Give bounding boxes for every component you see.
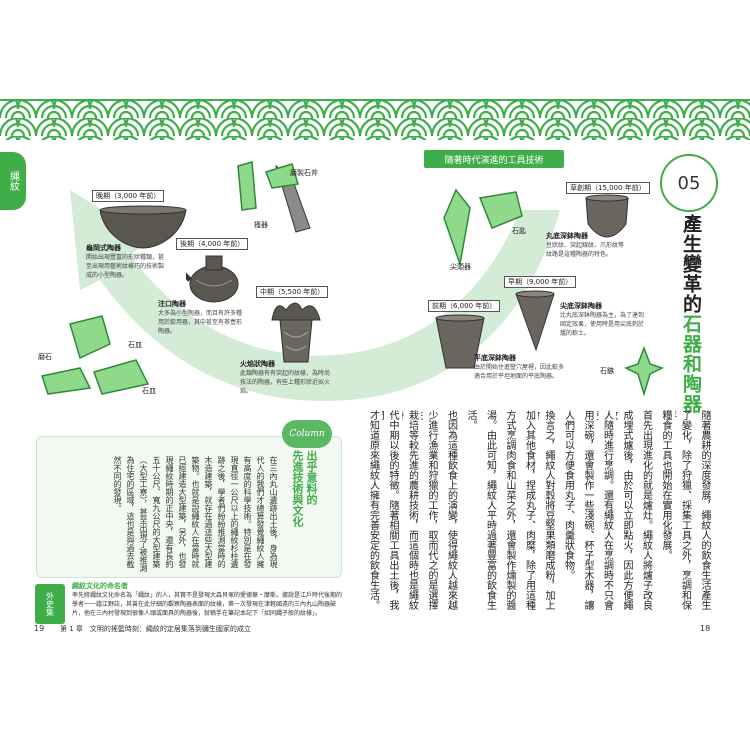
body-text-column: 方式烹調肉食和山菜之外，還會製作燻製的醬 (504, 410, 515, 610)
flat-bottom-pot-icon (435, 314, 485, 369)
body-text-column: 才知道原來繩紋人擁有完善安定的飲食生活。 (367, 410, 379, 610)
section-tab: 縄紋 (0, 152, 26, 210)
caption-title: 尖底深鉢陶器 (560, 302, 602, 310)
arrowhead-stone-icon (624, 346, 664, 396)
timeline-arrow (70, 190, 560, 402)
caption-title: 平底深鉢陶器 (474, 354, 516, 362)
aside-tag: 外史集 (35, 584, 65, 624)
caption-title: 龜岡式陶器 (86, 244, 121, 252)
stone-axe-icon (237, 161, 311, 233)
label-sekizoku: 石鏃 (600, 367, 614, 375)
round-bottom-pot-icon (585, 194, 629, 238)
label-ishizara: 石皿 (128, 341, 142, 349)
stone-tools-icon (41, 315, 150, 395)
label-ishizara2: 石皿 (142, 387, 156, 395)
body-text-column: 活。 (465, 410, 476, 430)
era-label-middle: 中期（5,500 年前） (256, 286, 329, 298)
aside-text: 率先將繩紋文化命名為「繩紋」的人，其實不是發現大森貝塚的愛德華・摩斯。據說是江戶… (72, 592, 343, 617)
label-sekifu: 磨製石斧 (290, 169, 318, 177)
caption-text: 由於開始住進豎穴屋裡，因此較多適合用於平坦地面的平底陶器。 (474, 364, 565, 380)
caption-text: 豆狀紋、突起線紋、爪形紋等紋路是這種陶器的特色。 (546, 242, 625, 258)
caption-text: 此類陶器有有突起的紋樣，為時尚技法的陶器，有些上種形狀近似火焰。 (240, 370, 331, 395)
era-label-incipient: 草創期（15,000 年前） (566, 182, 650, 194)
body-text-column: 換言之，繩紋人對穀將豆堅果類磨成粉，加上會 (538, 410, 554, 610)
caption-kame: 龜岡式陶器 開始出現豐富的形狀種類，甚至出現用藝術紋樣巧的技術製成的小型陶器。 (86, 244, 166, 280)
label-rokuseki: 磨石 (38, 353, 52, 361)
column-title-line2: 先進技術與文化 (291, 450, 304, 527)
section-title: 產生變革的石器和陶器 (678, 214, 705, 414)
bowl-pottery-icon (99, 205, 187, 249)
tools-diagram-title: 隨著時代演進的工具技術 (424, 150, 564, 168)
body-text-column: 栽培等較先進的農耕技術，而這個時也是繩紋時 (402, 410, 418, 610)
column-text: 在三內丸山遺跡出土後，身為現代人的我們才總算發覺繩紋人擁有高度的科學技術。特別是… (113, 456, 278, 572)
pointed-pot-icon (515, 290, 555, 352)
body-text-column: 加入其他食材，捏成丸子、肉糜，除了用這種 (523, 410, 535, 610)
body-text-column: 代中期以後的特徵。隨著相關工具出土後，我們 (382, 410, 398, 610)
stone-point-icon (443, 188, 523, 267)
body-text: 隨著農耕的深度發展，繩紋人的飲食生活產生了變化，除了狩獵、採集工具之外，烹調和保… (356, 410, 712, 615)
column-title: 出乎意料的 先進技術與文化 (290, 450, 318, 527)
column-title-line1: 出乎意料的 (305, 450, 318, 505)
caption-chuko: 注口陶器 大多為小型陶器，而且有許多種用於飲用器，其中甚至有茶壺形陶器。 (158, 300, 242, 336)
caption-text: 開始出現豐富的形狀種類，甚至出現用藝術紋樣巧的技術製成的小型陶器。 (86, 254, 165, 279)
era-label-initial: 早期（9,000 年前） (504, 276, 577, 288)
spouted-pot-icon (186, 255, 239, 303)
caption-title: 丸底深鉢陶器 (546, 232, 588, 240)
body-text-column: 隨著農耕的深度發展，繩紋人的飲食生活產生 (699, 410, 710, 610)
body-text-column: 糧食的工具也開始在實用化發展。 (660, 410, 671, 560)
caption-maru: 丸底深鉢陶器 豆狀紋、突起線紋、爪形紋等紋路是這種陶器的特色。 (546, 232, 628, 259)
body-text-column: 成埋式爐後，由於可以立即點火，因此方便繩紋 (616, 410, 632, 610)
flame-pot-icon (271, 302, 321, 363)
caption-title: 注口陶器 (158, 300, 186, 308)
section-title-part2: 石器和陶器 (680, 314, 702, 414)
body-text-column: 湯。由此可知，繩紋人平時過著豐富的飲食生 (484, 410, 496, 610)
body-text-column: 少進行漁業和狩獵的工作，取而代之的是選擇性 (421, 410, 437, 610)
section-number: 05 (660, 154, 718, 212)
caption-text: 比丸底深鉢陶器為主，為了達到固定效果，使用時是用尖底刺於爐的軟土。 (560, 312, 645, 337)
wave-pattern-band (0, 99, 750, 160)
section-title-part1: 產生變革的 (680, 214, 702, 314)
aside-title: 繩紋文化的命名者 (72, 582, 128, 590)
body-text-column: 用深碗，還會製作一些淺碗、杯子型木器，讓 (582, 410, 593, 610)
column-box (36, 436, 342, 578)
caption-text: 大多為小型陶器，而且有許多種用於飲用器，其中甚至有茶壺形陶器。 (158, 310, 243, 335)
caption-kaen: 火焰狀陶器 此類陶器有有突起的紋樣，為時尚技法的陶器，有些上種形狀近似火焰。 (240, 360, 330, 396)
caption-hira: 平底深鉢陶器 由於開始住進豎穴屋裡，因此較多適合用於平坦地面的平底陶器。 (474, 354, 564, 381)
chapter-footer: 第 1 章 文明的搖籃時刻：繩紋的定居集落到彌生國家的成立 (60, 625, 251, 633)
page-number-right: 18 (700, 624, 711, 633)
label-sekifu-right: 石匙 (512, 227, 526, 235)
column-tag: Column (282, 420, 332, 448)
body-text-column: 了變化，除了狩獵、採集工具之外，烹調和保存 (675, 410, 691, 610)
era-label-late: 晚期（3,000 年前） (92, 190, 165, 202)
body-text-column: 也因為這種飲食上的演變，使得繩紋人越來越 (445, 410, 457, 610)
era-label-later: 後期（4,000 年前） (176, 238, 249, 250)
body-text-column: 人隨時進行烹調。還有繩紋人在烹調時不只會使 (597, 410, 613, 610)
caption-title: 火焰狀陶器 (240, 360, 275, 368)
era-label-early: 前期（6,000 年前） (428, 300, 501, 312)
caption-togari: 尖底深鉢陶器 比丸底深鉢陶器為主，為了達到固定效果，使用時是用尖底刺於爐的軟土。 (560, 302, 646, 338)
body-text-column: 人們可以方便食用丸子、肉羹狀食物。 (562, 410, 574, 580)
body-text-column: 首先出現進化的就是爐灶。繩紋人將爐子改良 (640, 410, 652, 610)
label-sekki: 搔器 (254, 221, 268, 229)
label-sentou: 尖頭器 (450, 263, 471, 271)
page-number-left: 19 (34, 624, 45, 633)
